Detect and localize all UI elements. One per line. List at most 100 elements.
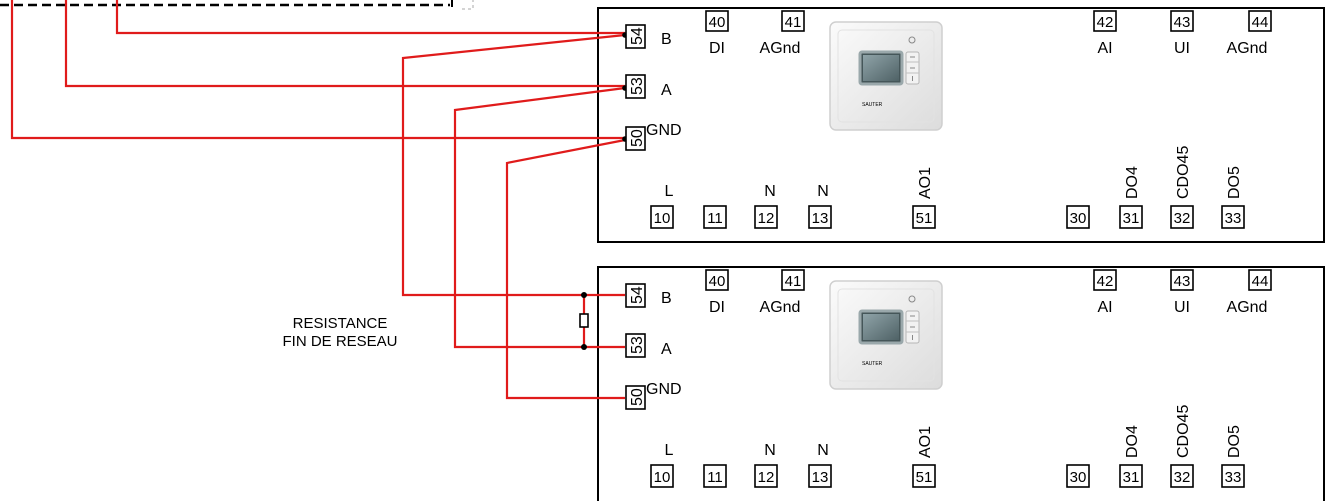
terminal-13-number: 13 [812, 469, 829, 486]
terminal-40-label: DI [709, 299, 725, 316]
wire-a-master [64, 0, 625, 88]
terminal-44-number: 44 [1252, 273, 1269, 290]
terminal-40-number: 40 [709, 273, 726, 290]
terminal-33-number: 33 [1225, 469, 1242, 486]
wire-gnd-master [10, 0, 625, 140]
terminal-31-label: DO4 [1124, 166, 1141, 199]
terminal-32-number: 32 [1174, 210, 1191, 227]
terminal-51-number: 51 [916, 210, 933, 227]
terminal-12-number: 12 [758, 210, 775, 227]
terminal-33-number: 33 [1225, 210, 1242, 227]
terminal-53-label: A [661, 341, 672, 358]
terminal-13-label: N [817, 442, 829, 459]
bus-wiring [10, 0, 626, 400]
top-terminals: 40 DI 41 AGnd 42 AI 43 UI 44 AGnd [705, 10, 1272, 57]
terminal-10-label: L [665, 183, 674, 200]
power-icon [908, 295, 916, 303]
bottom-terminals: 10 L 11 12 N 13 N 51 AO1 30 31 DO4 32 CD… [650, 405, 1245, 488]
terminal-50-label: GND [646, 122, 682, 139]
terminal-54: 54 B [625, 283, 672, 308]
controller-2-frame [597, 266, 1325, 501]
terminal-10-number: 10 [654, 469, 671, 486]
thermostat-unit: SAUTER [829, 21, 943, 131]
thermostat-brand: SAUTER [862, 361, 883, 367]
terminal-32-number: 32 [1174, 469, 1191, 486]
terminal-50: 50 GND [625, 381, 682, 410]
terminal-10-label: L [665, 442, 674, 459]
terminal-44-label: AGnd [1227, 40, 1268, 57]
terminal-54-number: 54 [629, 27, 646, 45]
terminal-51-label: AO1 [917, 167, 934, 199]
terminal-43-number: 43 [1174, 273, 1191, 290]
terminal-53-label: A [661, 82, 672, 99]
thermostat-unit: SAUTER [829, 280, 943, 390]
terminal-51-number: 51 [916, 469, 933, 486]
terminal-11-number: 11 [707, 210, 723, 227]
terminal-31-number: 31 [1123, 469, 1140, 486]
bus-terminals: 54 B 53 A 50 GND [625, 24, 682, 151]
thermostat-buttons [905, 310, 920, 344]
terminal-54-number: 54 [629, 286, 646, 304]
terminal-44-label: AGnd [1227, 299, 1268, 316]
termination-resistor [579, 313, 589, 328]
controller-2: 54 B 53 A 50 GND 40 DI 41 AGnd 42 AI [625, 269, 1272, 488]
note-fin-de-reseau: FIN DE RESEAU [282, 333, 397, 350]
thermostat-buttons [905, 51, 920, 85]
thermostat-brand: SAUTER [862, 102, 883, 108]
terminal-12-number: 12 [758, 469, 775, 486]
terminal-50-number: 50 [629, 388, 646, 406]
terminal-40-label: DI [709, 40, 725, 57]
note-resistance: RESISTANCE [293, 315, 388, 332]
terminal-53: 53 A [625, 74, 672, 99]
terminal-50: 50 GND [625, 122, 682, 151]
terminal-44-number: 44 [1252, 14, 1269, 31]
terminal-53-number: 53 [629, 336, 646, 354]
terminal-50-number: 50 [629, 129, 646, 147]
terminal-30-number: 30 [1070, 469, 1087, 486]
terminal-13-label: N [817, 183, 829, 200]
terminal-50-label: GND [646, 381, 682, 398]
terminal-41-label: AGnd [760, 299, 801, 316]
terminal-42-label: AI [1097, 40, 1112, 57]
terminal-33-label: DO5 [1226, 425, 1243, 458]
bottom-terminals: 10 L 11 12 N 13 N 51 AO1 30 31 DO4 32 CD… [650, 146, 1245, 229]
terminal-53: 53 A [625, 333, 672, 358]
junction-dots [581, 32, 628, 350]
terminal-32-label: CDO45 [1175, 146, 1192, 199]
terminal-31-label: DO4 [1124, 425, 1141, 458]
terminal-12-label: N [764, 442, 776, 459]
terminal-41-number: 41 [785, 273, 802, 290]
terminal-43-number: 43 [1174, 14, 1191, 31]
wire-gnd-chain [505, 138, 626, 400]
terminal-32-label: CDO45 [1175, 405, 1192, 458]
terminal-13-number: 13 [812, 210, 829, 227]
terminal-10-number: 10 [654, 210, 671, 227]
wire-b-master [115, 0, 625, 35]
terminal-42-label: AI [1097, 299, 1112, 316]
terminal-42-number: 42 [1097, 14, 1114, 31]
terminal-33-label: DO5 [1226, 166, 1243, 199]
terminal-54-label: B [661, 290, 672, 307]
terminal-43-label: UI [1174, 299, 1190, 316]
terminal-41-label: AGnd [760, 40, 801, 57]
terminal-53-number: 53 [629, 77, 646, 95]
controller-1-frame [597, 7, 1325, 243]
terminal-43-label: UI [1174, 40, 1190, 57]
wire-b-chain [401, 33, 626, 297]
terminal-40-number: 40 [709, 14, 726, 31]
top-terminals: 40 DI 41 AGnd 42 AI 43 UI 44 AGnd [705, 269, 1272, 316]
terminal-30-number: 30 [1070, 210, 1087, 227]
terminal-11-number: 11 [707, 469, 723, 486]
power-icon [908, 36, 916, 44]
terminal-51-label: AO1 [917, 426, 934, 458]
terminal-12-label: N [764, 183, 776, 200]
bus-terminals: 54 B 53 A 50 GND [625, 283, 682, 410]
wire-a-chain [453, 86, 626, 349]
terminal-31-number: 31 [1123, 210, 1140, 227]
terminal-41-number: 41 [785, 14, 802, 31]
terminal-42-number: 42 [1097, 273, 1114, 290]
terminal-54-label: B [661, 31, 672, 48]
terminal-54: 54 B [625, 24, 672, 49]
master-device-edge [0, 0, 474, 10]
